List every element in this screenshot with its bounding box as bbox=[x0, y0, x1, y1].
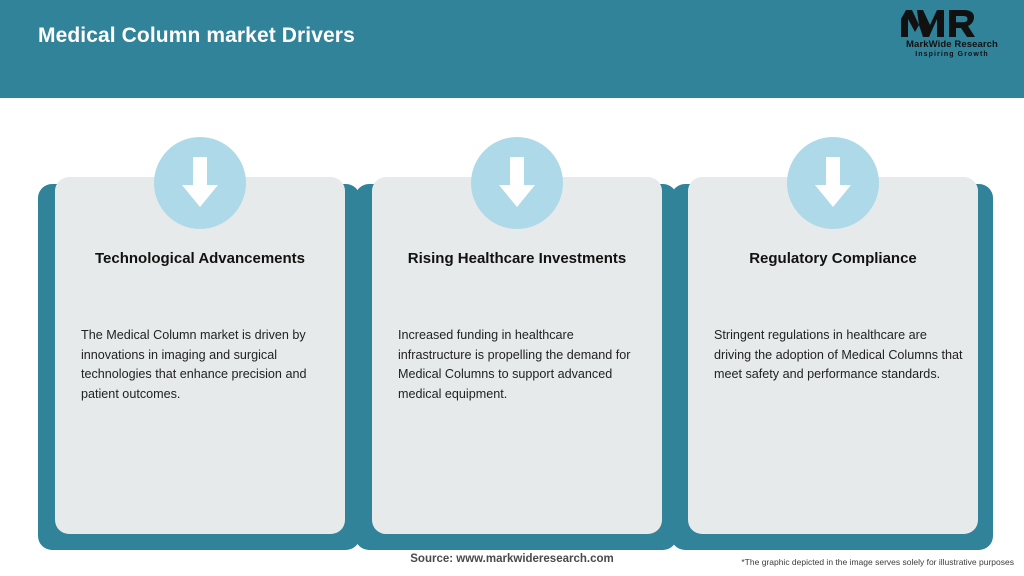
logo-company-name: MarkWide Research bbox=[906, 39, 998, 50]
card-panel bbox=[688, 177, 978, 534]
source-label: Source: www.markwideresearch.com bbox=[410, 553, 614, 565]
card-panel bbox=[55, 177, 345, 534]
driver-card[interactable]: Technological Advancements The Medical C… bbox=[38, 98, 360, 550]
card-panel bbox=[372, 177, 662, 534]
card-title: Regulatory Compliance bbox=[749, 250, 917, 267]
page-title: Medical Column market Drivers bbox=[38, 24, 355, 47]
card-description: Stringent regulations in healthcare are … bbox=[714, 328, 963, 381]
card-description: The Medical Column market is driven by i… bbox=[81, 328, 307, 401]
disclaimer-label: *The graphic depicted in the image serve… bbox=[741, 557, 1014, 567]
arrow-down-icon bbox=[787, 137, 879, 229]
arrow-down-icon bbox=[471, 137, 563, 229]
driver-card[interactable]: Regulatory Compliance Stringent regulati… bbox=[671, 98, 993, 550]
driver-card[interactable]: Rising Healthcare Investments Increased … bbox=[355, 98, 677, 550]
card-description: Increased funding in healthcare infrastr… bbox=[398, 328, 631, 401]
drivers-card-group: Technological Advancements The Medical C… bbox=[0, 98, 1024, 550]
logo-tagline: Inspiring Growth bbox=[915, 51, 989, 58]
brand-logo: MarkWide Research Inspiring Growth bbox=[894, 8, 1010, 60]
mwr-monogram-icon bbox=[901, 10, 975, 37]
card-title: Rising Healthcare Investments bbox=[407, 250, 627, 267]
header-band bbox=[0, 0, 1024, 98]
card-title: Technological Advancements bbox=[94, 250, 306, 267]
arrow-down-icon bbox=[154, 137, 246, 229]
